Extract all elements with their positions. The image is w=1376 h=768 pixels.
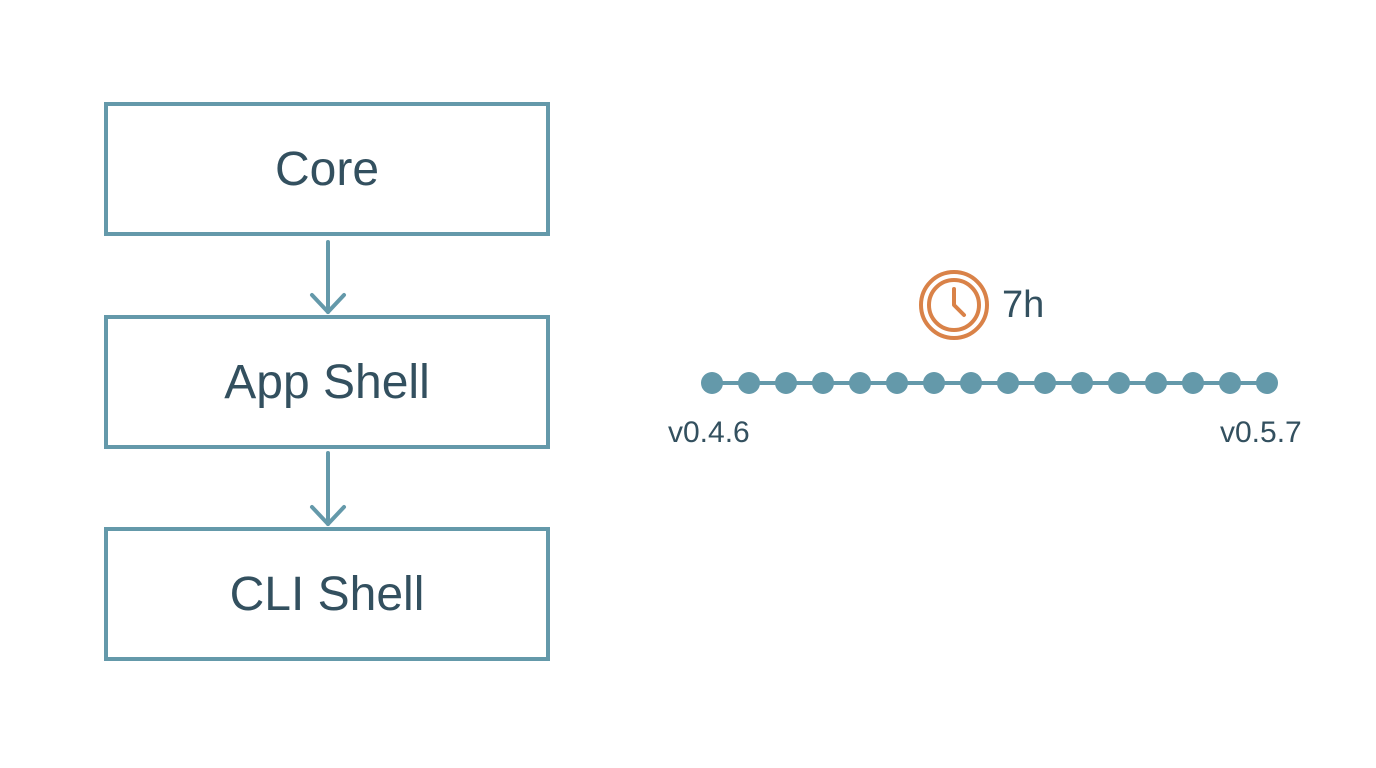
commit-dot xyxy=(960,372,982,394)
commit-dot xyxy=(1034,372,1056,394)
box-app-shell-label: App Shell xyxy=(224,355,430,409)
commit-dot xyxy=(1108,372,1130,394)
duration-label: 7h xyxy=(1002,284,1045,326)
arrow-app-to-cli xyxy=(310,451,346,526)
commit-dot xyxy=(849,372,871,394)
box-cli-shell: CLI Shell xyxy=(104,527,550,661)
commit-dot xyxy=(738,372,760,394)
end-version-label: v0.5.7 xyxy=(1220,416,1302,449)
commit-dot xyxy=(1219,372,1241,394)
commit-dot xyxy=(1182,372,1204,394)
arrow-core-to-app xyxy=(310,240,346,314)
commit-dot xyxy=(886,372,908,394)
commit-dot xyxy=(812,372,834,394)
commit-dot xyxy=(923,372,945,394)
box-core-label: Core xyxy=(274,142,380,196)
commit-dot xyxy=(1145,372,1167,394)
commit-dot xyxy=(701,372,723,394)
commit-dot xyxy=(1071,372,1093,394)
clock-icon xyxy=(919,270,989,340)
timeline-commits xyxy=(701,372,1278,394)
start-version-label: v0.4.6 xyxy=(668,416,750,449)
box-cli-shell-label: CLI Shell xyxy=(229,567,425,621)
commit-dot xyxy=(1256,372,1278,394)
commit-dot xyxy=(775,372,797,394)
commit-dot xyxy=(997,372,1019,394)
box-core: Core xyxy=(104,102,550,236)
box-app-shell: App Shell xyxy=(104,315,550,449)
